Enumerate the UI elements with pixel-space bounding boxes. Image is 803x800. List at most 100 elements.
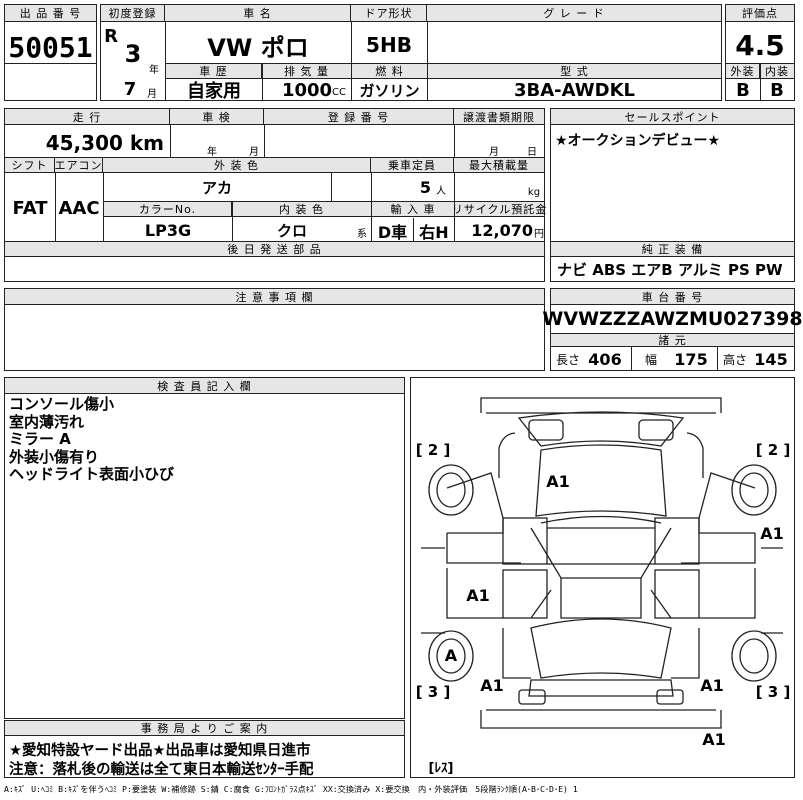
first-reg-header: 初度登録 bbox=[101, 5, 165, 22]
displacement-unit: CC bbox=[332, 86, 346, 98]
displacement: 1000 bbox=[281, 79, 333, 101]
inspector-note: コンソール傷小 bbox=[9, 395, 115, 413]
max-load-unit: kg bbox=[527, 186, 541, 198]
inspector-note: 室内薄汚れ bbox=[9, 412, 85, 431]
exterior-grade: B bbox=[736, 79, 750, 101]
exterior-header: 外装 bbox=[726, 64, 760, 79]
door-header: ドア形状 bbox=[351, 5, 427, 22]
office-line-1: ★愛知特設ヤード出品★出品車は愛知県日進市 bbox=[9, 743, 311, 759]
aircon-header: エアコン bbox=[54, 158, 103, 173]
color-no-header: カラーNo. bbox=[104, 202, 232, 217]
max-load-header: 最大積載量 bbox=[454, 158, 544, 173]
score-header: 評価点 bbox=[726, 5, 794, 22]
deadline-header: 譲渡書類期限 bbox=[454, 109, 544, 125]
month-unit: 月 bbox=[147, 88, 157, 100]
color-number: LP3G bbox=[144, 221, 192, 240]
dimensions-header: 諸 元 bbox=[551, 333, 794, 347]
interior-header: 内装 bbox=[760, 64, 794, 79]
import-header: 輸 入 車 bbox=[372, 202, 454, 217]
reg-month: 7 bbox=[123, 78, 137, 100]
hood-outline bbox=[517, 411, 685, 447]
damage-mark: A1 bbox=[480, 675, 504, 695]
inspector-box: 検 査 員 記 入 欄 コンソール傷小 室内薄汚れ ミラー A 外装小傷有り ヘ… bbox=[4, 377, 405, 719]
reg-no-header: 登 録 番 号 bbox=[264, 109, 454, 125]
model-code-header: 型 式 bbox=[428, 64, 721, 79]
later-parts-box: 後 日 発 送 部 品 bbox=[4, 241, 545, 282]
sales-point-header: セールスポイント bbox=[551, 109, 794, 125]
drive-type: D車 bbox=[372, 218, 414, 243]
deadline-month-unit: 月 bbox=[489, 146, 499, 158]
chassis-header: 車 台 番 号 bbox=[551, 289, 794, 305]
car-name: VW ポロ bbox=[207, 33, 309, 62]
grade-header: グ レ ー ド bbox=[427, 5, 721, 22]
lot-number: 50051 bbox=[8, 30, 93, 64]
equipment-header: 純 正 装 備 bbox=[551, 242, 794, 257]
section-label-res: [ﾚｽ] bbox=[428, 760, 454, 776]
rear-bumper bbox=[480, 710, 722, 729]
door-type: 5HB bbox=[366, 33, 412, 57]
height-label: 高さ bbox=[722, 352, 747, 367]
sales-point-box: セールスポイント ★オークションデビュー★ bbox=[550, 108, 795, 243]
inspection-header: 車 検 bbox=[170, 109, 264, 125]
mileage: 45,300 km bbox=[45, 131, 164, 155]
car-diagram-svg bbox=[421, 397, 783, 729]
exterior-color: アカ bbox=[201, 178, 232, 197]
later-parts-header: 後 日 発 送 部 品 bbox=[5, 242, 544, 257]
inspection-year-unit: 年 bbox=[207, 146, 217, 158]
inspector-note: ミラー A bbox=[9, 430, 71, 448]
wheel-rear-left bbox=[428, 630, 474, 682]
score-box: 評価点 4.5 外装 内装 B B bbox=[725, 4, 795, 101]
damage-mark: A1 bbox=[546, 471, 570, 491]
lot-number-header: 出 品 番 号 bbox=[5, 5, 96, 22]
chassis-box: 車 台 番 号 WVWZZZAWZMU027398 諸 元 長さ 406 幅 1… bbox=[542, 288, 803, 371]
front-bumper bbox=[480, 397, 722, 413]
steering-side: 右H bbox=[419, 222, 449, 242]
wheel-rear-right bbox=[731, 630, 777, 682]
recycle-header: リサイクル預託金 bbox=[451, 202, 548, 217]
history-header: 車 歴 bbox=[166, 64, 262, 79]
office-box: 事 務 局 よ り ご 案 内 ★愛知特設ヤード出品★出品車は愛知県日進市 注意… bbox=[4, 720, 405, 778]
inspector-note: ヘッドライト表面小ひび bbox=[9, 465, 175, 483]
width-label: 幅 bbox=[644, 352, 657, 367]
vehicle-history: 自家用 bbox=[187, 81, 241, 102]
displacement-header: 排 気 量 bbox=[262, 64, 351, 79]
damage-mark: A1 bbox=[700, 675, 724, 695]
shift-type: FAT bbox=[12, 197, 48, 219]
notes-header: 注 意 事 項 欄 bbox=[5, 289, 544, 305]
capacity-header: 乗車定員 bbox=[371, 158, 454, 173]
cabin-outline bbox=[530, 527, 672, 579]
mileage-header: 走 行 bbox=[5, 109, 170, 125]
era: R bbox=[104, 25, 118, 47]
year-unit: 年 bbox=[149, 64, 159, 76]
reg-year: 3 bbox=[124, 40, 142, 68]
wheel-front-right bbox=[731, 464, 777, 516]
office-line-2: 注意：落札後の輸送は全て東日本輸送ｾﾝﾀｰ手配 bbox=[9, 762, 314, 778]
inspection-month-unit: 月 bbox=[249, 146, 259, 158]
capacity: 5 bbox=[419, 177, 431, 197]
fuel-header: 燃 料 bbox=[352, 64, 427, 79]
interior-grade: B bbox=[770, 79, 784, 101]
inspector-header: 検 査 員 記 入 欄 bbox=[5, 378, 404, 394]
height-value: 145 bbox=[754, 349, 788, 369]
section-label-front-left: [ 2 ] bbox=[415, 441, 451, 459]
ext-color-header: 外 装 色 bbox=[103, 158, 371, 173]
overall-score: 4.5 bbox=[735, 28, 785, 62]
damage-mark: A bbox=[444, 645, 458, 665]
vehicle-info-box: 初度登録 車 名 ドア形状 グ レ ー ド R 3 年 VW ポロ 5HB 車 … bbox=[100, 4, 722, 102]
shift-header: シフト bbox=[5, 158, 55, 173]
chassis-number: WVWZZZAWZMU027398 bbox=[542, 308, 803, 330]
section-label-rear-left: [ 3 ] bbox=[415, 683, 451, 701]
fuel-type: ガソリン bbox=[359, 81, 420, 100]
details-box: 走 行 車 検 登 録 番 号 譲渡書類期限 45,300 km 年 月 月 日… bbox=[4, 108, 548, 243]
aircon-type: AAC bbox=[58, 197, 100, 219]
width-value: 175 bbox=[674, 349, 708, 369]
car-name-header: 車 名 bbox=[165, 5, 351, 22]
deadline-day-unit: 日 bbox=[527, 146, 537, 158]
section-label-front-right: [ 2 ] bbox=[755, 441, 791, 459]
interior-color-unit: 系 bbox=[357, 228, 367, 240]
grade-value bbox=[427, 25, 721, 65]
inspector-note: 外装小傷有り bbox=[9, 447, 100, 466]
recycle-fee: 12,070 bbox=[471, 221, 533, 240]
damage-mark: A1 bbox=[702, 729, 726, 749]
model-code: 3BA-AWDKL bbox=[514, 79, 635, 101]
